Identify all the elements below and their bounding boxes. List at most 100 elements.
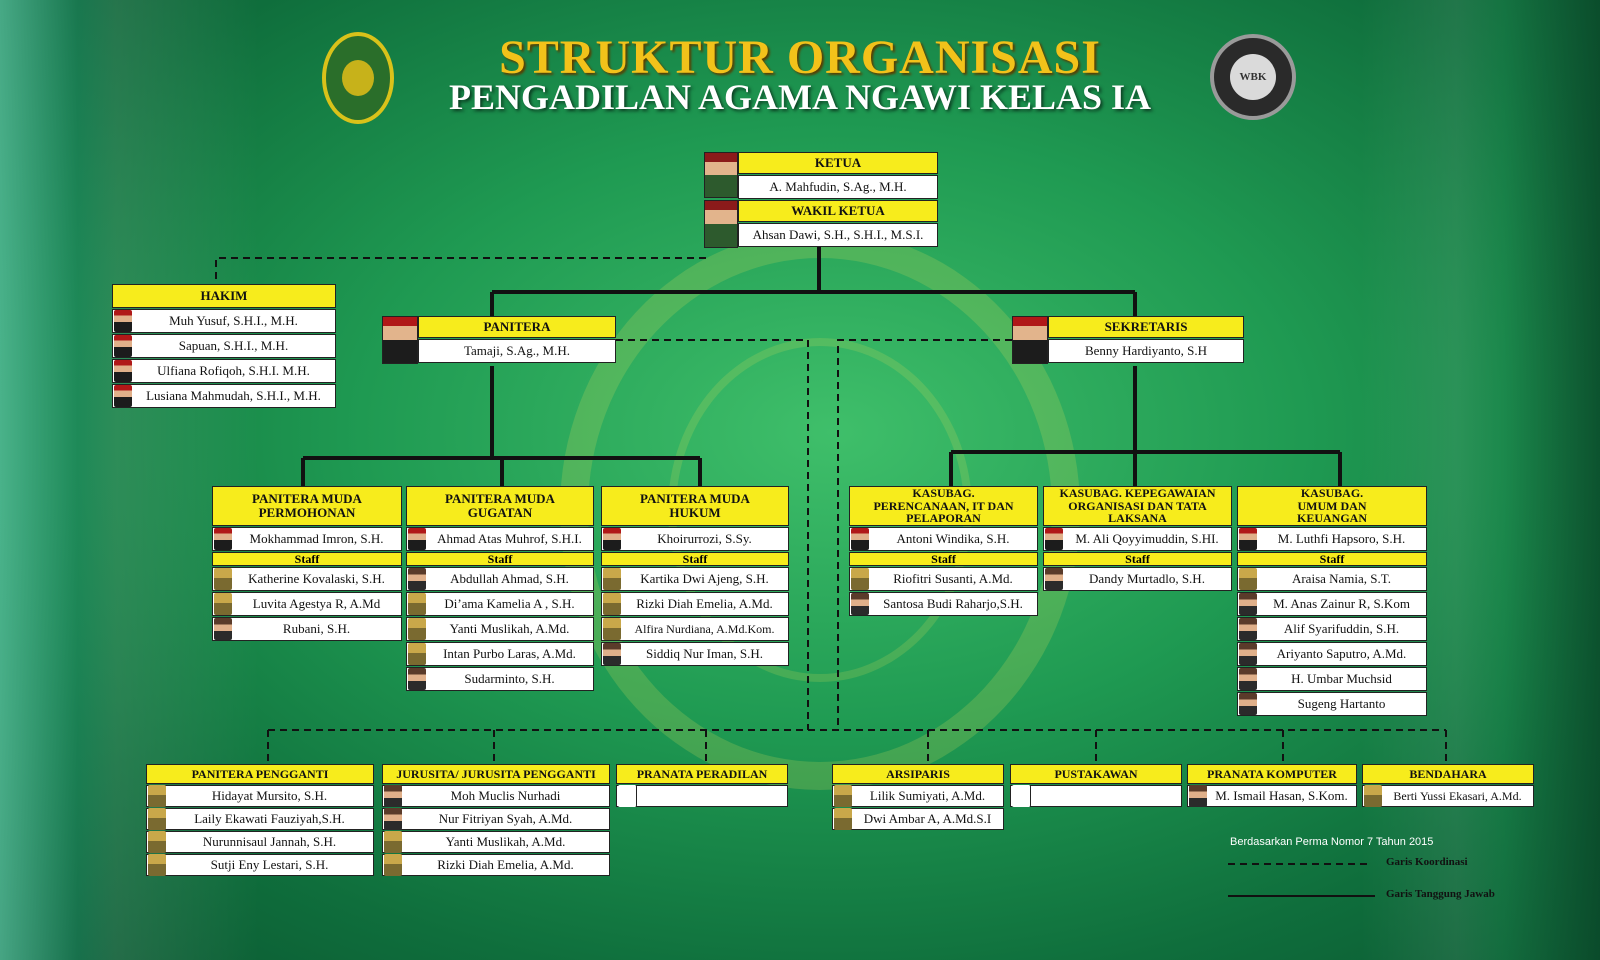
hakim-row: Ulfiana Rofiqoh, S.H.I. M.H. xyxy=(112,359,336,383)
panitera-name: Tamaji, S.Ag., M.H. xyxy=(464,343,570,358)
fungsional-member: Hidayat Mursito, S.H. xyxy=(211,788,328,803)
kasubag-umum-head: M. Luthfi Hapsoro, S.H. xyxy=(1277,531,1406,546)
solid-lines xyxy=(301,244,1342,486)
jurusita-box: JURUSITA/ JURUSITA PENGGANTI Moh Muclis … xyxy=(382,764,610,876)
legend-solid-label: Garis Tanggung Jawab xyxy=(1386,888,1495,900)
fungsional-row: Laily Ekawati Fauziyah,S.H. xyxy=(146,808,374,830)
member-photo xyxy=(603,528,621,550)
hakim-member: Ulfiana Rofiqoh, S.H.I. M.H. xyxy=(157,363,310,378)
member-photo xyxy=(851,528,869,550)
staff-member: Luvita Agestya R, A.Md xyxy=(252,596,381,611)
fungsional-row: Nurunnisaul Jannah, S.H. xyxy=(146,831,374,853)
member-photo xyxy=(834,785,852,807)
pm-permohonan-title: PANITERA MUDA PERMOHONAN xyxy=(212,486,402,526)
member-photo xyxy=(408,568,426,590)
staff-row: Yanti Muslikah, A.Md. xyxy=(406,617,594,641)
hakim-row: Sapuan, S.H.I., M.H. xyxy=(112,334,336,358)
kasubag-kepegawaian-head: M. Ali Qoyyimuddin, S.HI. xyxy=(1075,531,1219,546)
member-photo xyxy=(408,618,426,640)
staff-row: Sudarminto, S.H. xyxy=(406,667,594,691)
hakim-box: HAKIM Muh Yusuf, S.H.I., M.H. Sapuan, S.… xyxy=(112,284,336,408)
hakim-row: Muh Yusuf, S.H.I., M.H. xyxy=(112,309,336,333)
legend-dashed-label: Garis Koordinasi xyxy=(1386,856,1468,868)
member-photo xyxy=(384,785,402,807)
member-photo xyxy=(114,310,132,332)
staff-label: Staff xyxy=(212,552,402,566)
member-photo xyxy=(148,808,166,830)
wakil-ketua-name-row: Ahsan Dawi, S.H., S.H.I., M.S.I. xyxy=(738,223,938,247)
fungsional-row xyxy=(1010,785,1182,807)
staff-row: Kartika Dwi Ajeng, S.H. xyxy=(601,567,789,591)
sekretaris-photo xyxy=(1012,316,1048,364)
staff-label: Staff xyxy=(601,552,789,566)
staff-row: Alif Syarifuddin, S.H. xyxy=(1237,617,1427,641)
pm-gugatan-head: Ahmad Atas Muhrof, S.H.I. xyxy=(437,531,582,546)
hakim-member: Lusiana Mahmudah, S.H.I., M.H. xyxy=(146,388,321,403)
sekretaris-name: Benny Hardiyanto, S.H xyxy=(1084,343,1208,358)
member-photo xyxy=(408,593,426,615)
staff-label: Staff xyxy=(1237,552,1427,566)
pranata-komputer-title: PRANATA KOMPUTER xyxy=(1187,764,1357,784)
member-photo xyxy=(214,618,232,640)
member-photo xyxy=(384,854,402,876)
staff-row: H. Umbar Muchsid xyxy=(1237,667,1427,691)
staff-member: Rubani, S.H. xyxy=(282,621,351,636)
ketua-box: KETUA A. Mahfudin, S.Ag., M.H. WAKIL KET… xyxy=(738,152,938,247)
staff-member: Intan Purbo Laras, A.Md. xyxy=(443,646,576,661)
logo-right-badge: WBK xyxy=(1230,54,1276,100)
member-photo xyxy=(834,808,852,830)
staff-member: Sugeng Hartanto xyxy=(1297,696,1386,711)
pm-gugatan-box: PANITERA MUDA GUGATAN Ahmad Atas Muhrof,… xyxy=(406,486,594,691)
staff-member: Santosa Budi Raharjo,S.H. xyxy=(883,596,1023,611)
staff-row: Ariyanto Saputro, A.Md. xyxy=(1237,642,1427,666)
staff-row: Katherine Kovalaski, S.H. xyxy=(212,567,402,591)
wakil-ketua-name: Ahsan Dawi, S.H., S.H.I., M.S.I. xyxy=(752,227,924,242)
pm-gugatan-head-row: Ahmad Atas Muhrof, S.H.I. xyxy=(406,527,594,551)
fungsional-member: Sutji Eny Lestari, S.H. xyxy=(210,857,329,872)
member-photo xyxy=(1364,785,1382,807)
pustakawan-box: PUSTAKAWAN xyxy=(1010,764,1182,807)
member-photo xyxy=(1239,568,1257,590)
staff-row: Sugeng Hartanto xyxy=(1237,692,1427,716)
fungsional-row: Sutji Eny Lestari, S.H. xyxy=(146,854,374,876)
fungsional-row: Hidayat Mursito, S.H. xyxy=(146,785,374,807)
member-photo xyxy=(408,528,426,550)
member-photo xyxy=(851,593,869,615)
panitera-photo xyxy=(382,316,418,364)
fungsional-member: Nurunnisaul Jannah, S.H. xyxy=(202,834,337,849)
pustakawan-title: PUSTAKAWAN xyxy=(1010,764,1182,784)
pm-hukum-head: Khoirurrozi, S.Sy. xyxy=(657,531,752,546)
member-photo xyxy=(603,618,621,640)
staff-row: Riofitri Susanti, A.Md. xyxy=(849,567,1038,591)
kasubag-kepegawaian-box: KASUBAG. KEPEGAWAIAN ORGANISASI DAN TATA… xyxy=(1043,486,1232,591)
staff-row: Siddiq Nur Iman, S.H. xyxy=(601,642,789,666)
staff-member: Katherine Kovalaski, S.H. xyxy=(248,571,385,586)
member-photo xyxy=(148,785,166,807)
member-photo xyxy=(408,643,426,665)
page-subtitle: PENGADILAN AGAMA NGAWI KELAS IA xyxy=(448,77,1152,117)
ketua-name-row: A. Mahfudin, S.Ag., M.H. xyxy=(738,175,938,199)
member-photo xyxy=(384,831,402,853)
pranata-peradilan-box: PRANATA PERADILAN xyxy=(616,764,788,807)
member-photo xyxy=(603,593,621,615)
member-photo xyxy=(214,528,232,550)
staff-member: Di’ama Kamelia A , S.H. xyxy=(444,596,575,611)
kasubag-ptip-box: KASUBAG. PERENCANAAN, IT DAN PELAPORAN A… xyxy=(849,486,1038,616)
pm-permohonan-box: PANITERA MUDA PERMOHONAN Mokhammad Imron… xyxy=(212,486,402,641)
bendahara-title: BENDAHARA xyxy=(1362,764,1534,784)
fungsional-member: Dwi Ambar A, A.Md.S.I xyxy=(863,811,992,826)
kasubag-umum-box: KASUBAG. UMUM DAN KEUANGAN M. Luthfi Hap… xyxy=(1237,486,1427,716)
fungsional-member: Yanti Muslikah, A.Md. xyxy=(445,834,566,849)
staff-label: Staff xyxy=(849,552,1038,566)
kasubag-kepegawaian-head-row: M. Ali Qoyyimuddin, S.HI. xyxy=(1043,527,1232,551)
staff-label: Staff xyxy=(1043,552,1232,566)
staff-member: M. Anas Zainur R, S.Kom xyxy=(1273,596,1410,611)
staff-member: Kartika Dwi Ajeng, S.H. xyxy=(640,571,769,586)
staff-label: Staff xyxy=(406,552,594,566)
jurusita-title: JURUSITA/ JURUSITA PENGGANTI xyxy=(382,764,610,784)
staff-row: M. Anas Zainur R, S.Kom xyxy=(1237,592,1427,616)
member-photo xyxy=(114,385,132,407)
fungsional-member: Rizki Diah Emelia, A.Md. xyxy=(437,857,574,872)
member-photo xyxy=(603,643,621,665)
staff-member: Abdullah Ahmad, S.H. xyxy=(450,571,569,586)
